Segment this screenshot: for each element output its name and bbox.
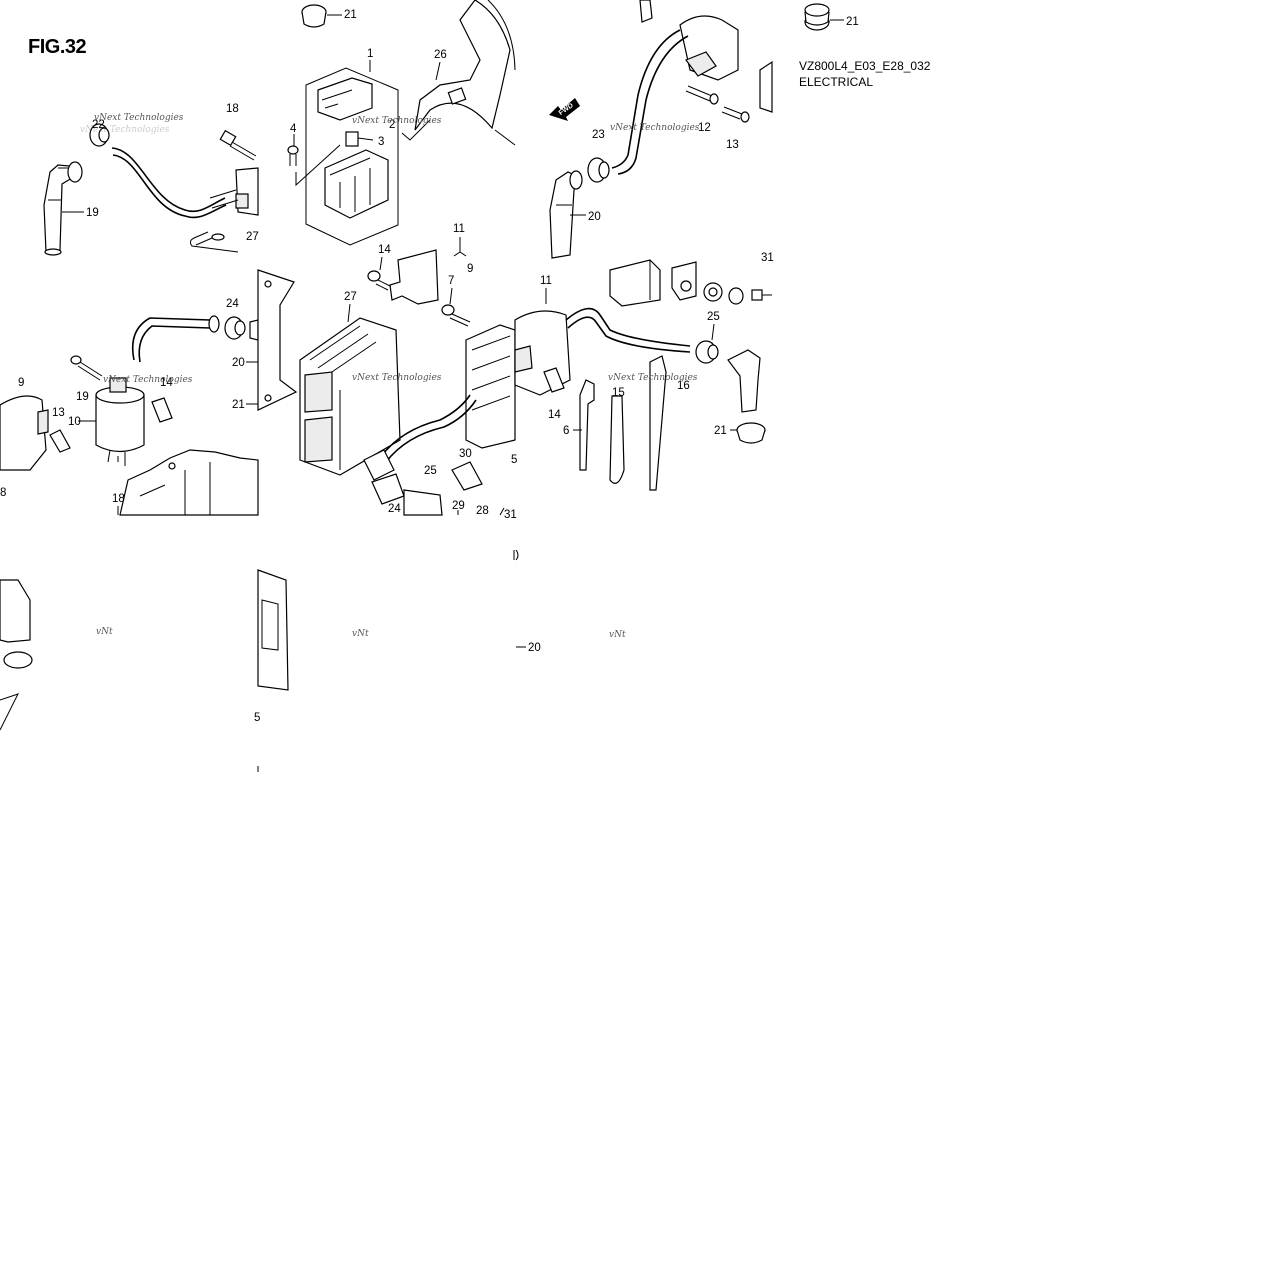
part-number-22-c: 24: [226, 298, 239, 310]
part-number-28: 28: [476, 505, 489, 517]
figure-title: FIG.32: [28, 36, 87, 58]
part-number-11: 11: [540, 275, 552, 287]
bottom-fragments: [0, 549, 526, 772]
part-number-3: 3: [378, 136, 384, 148]
part-number-16: 16: [677, 380, 690, 392]
watermark-text: vNext Technologies: [103, 375, 193, 385]
ht-lead-inner: [112, 154, 227, 219]
part-number-25: 25: [424, 465, 437, 477]
part-number-14: 13: [52, 407, 65, 419]
part-number-6: 6: [563, 425, 569, 437]
watermark-text: vNext Technologies: [352, 116, 442, 126]
tile-mid-right: [514, 259, 772, 491]
part-number-22-d: 25: [707, 311, 720, 323]
figure-section: ELECTRICAL: [799, 75, 874, 89]
watermark-partial: vNt: [609, 630, 626, 640]
part-number-2: 2: [389, 119, 395, 131]
tile-top-left: [43, 123, 259, 256]
watermark-partial: vNt: [352, 629, 369, 639]
part-number-20: 20: [232, 357, 245, 369]
part-number-18-b: 19: [76, 391, 89, 403]
tile-center: [257, 249, 516, 516]
bolt: [219, 129, 257, 161]
figure-code: VZ800L4_E03_E28_032: [799, 59, 931, 73]
regulator-rectifier: [465, 324, 516, 449]
part-number-15: 15: [612, 387, 625, 399]
part-number-24: 24: [388, 503, 401, 515]
part-number-21-right: 21: [846, 16, 859, 28]
part-number-29: 29: [452, 500, 465, 512]
part-number-22-b: 23: [592, 129, 605, 141]
part-number-7: 8: [0, 487, 6, 499]
spark-plug-cap: [43, 161, 83, 256]
ecm-unit: [299, 317, 401, 476]
part-number-23: 27: [344, 291, 357, 303]
part-number-20-b: 20: [528, 642, 541, 654]
watermark-shadow: vNext Technologies: [80, 125, 170, 135]
tile-top-right: [549, 0, 773, 259]
part-number-5-b: 5: [254, 712, 260, 724]
watermark-text: vNext Technologies: [352, 373, 442, 383]
fwd-arrow: [549, 98, 580, 121]
part-number-13b: 13: [726, 139, 739, 151]
part-number-14-c: 14: [378, 244, 391, 256]
part-number-21-d: 21: [714, 425, 727, 437]
part-number-12: 11: [453, 223, 465, 235]
ht-lead: [111, 147, 226, 213]
part-number-21-c: 21: [232, 399, 245, 411]
part-number-9: 10: [68, 416, 81, 428]
part-number-5: 5: [511, 454, 517, 466]
part-number-1: 1: [367, 48, 373, 60]
part-number-13a: 12: [698, 122, 711, 134]
condenser: [95, 377, 145, 466]
part-number-14-b: 14: [160, 377, 173, 389]
watermark-text: vNext Technologies: [94, 113, 184, 123]
part-number-27: 27: [246, 231, 259, 243]
tile-top-middle: [287, 0, 516, 246]
watermarks: vNext Technologies vNext Technologies vN…: [80, 113, 700, 640]
part-number-31-b: 31: [761, 252, 774, 264]
watermark-partial: vNt: [96, 627, 113, 637]
part-number-31: 31: [504, 509, 517, 521]
part-number-14-d: 14: [548, 409, 561, 421]
part-number-18: 18: [226, 103, 239, 115]
ignition-coil: [514, 307, 691, 396]
part-labels: 22 19 18 27 21 1 26 2 3 4 21 12 13 23 20: [0, 3, 859, 724]
part-number-7-b: 7: [448, 275, 454, 287]
part-number-30: 30: [459, 448, 472, 460]
part-number-21: 21: [344, 9, 357, 21]
part-number-22: 22: [92, 119, 105, 131]
watermark-text: vNext Technologies: [608, 373, 698, 383]
part-number-19: 19: [86, 207, 99, 219]
screw: [287, 134, 299, 166]
part-number-26: 26: [434, 49, 447, 61]
tile-mid-left: [0, 315, 259, 516]
screw: [189, 231, 239, 253]
part-number-4: 4: [290, 123, 297, 135]
part-number-8: 9: [18, 377, 24, 389]
part-number-10: 9: [467, 263, 473, 275]
part-number-17: 18: [112, 493, 125, 505]
part-number-19-b: 20: [588, 211, 601, 223]
grommet: [89, 123, 110, 147]
watermark-text: vNext Technologies: [610, 123, 700, 133]
